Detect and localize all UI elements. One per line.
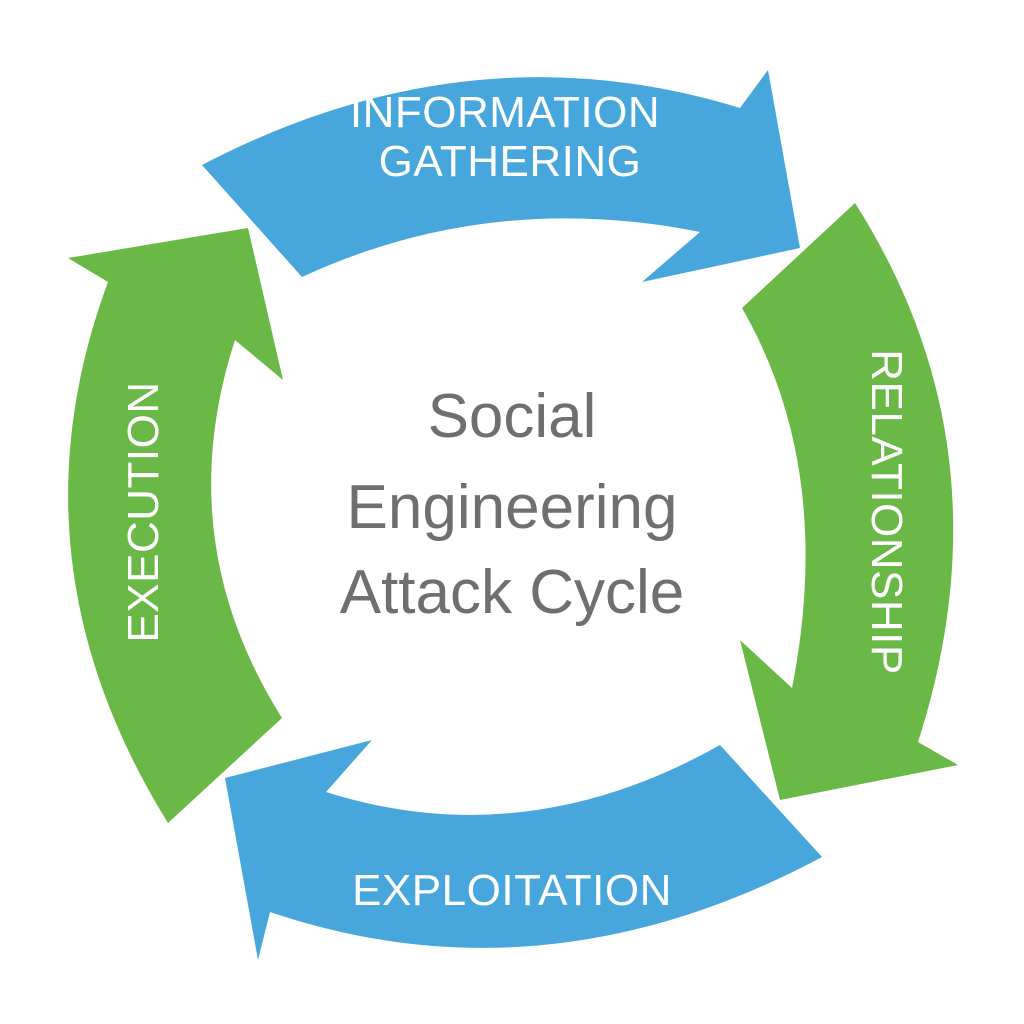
center-title-line1: Social — [428, 382, 597, 451]
stage-label-exploitation: EXPLOITATION — [352, 866, 672, 915]
center-title-line2: Engineering — [347, 473, 678, 542]
center-title-line3: Attack Cycle — [340, 558, 685, 627]
arrow-relationship — [740, 203, 958, 800]
arrow-information-gathering — [202, 70, 800, 282]
arrow-exploitation — [225, 740, 822, 960]
arrow-execution — [68, 228, 283, 823]
stage-label-relationship: RELATIONSHIP — [862, 349, 911, 674]
stage-label-execution: EXECUTION — [119, 381, 168, 642]
stage-label-information-gathering-line1: INFORMATION — [350, 88, 660, 137]
stage-label-information-gathering-line2: GATHERING — [379, 137, 642, 186]
